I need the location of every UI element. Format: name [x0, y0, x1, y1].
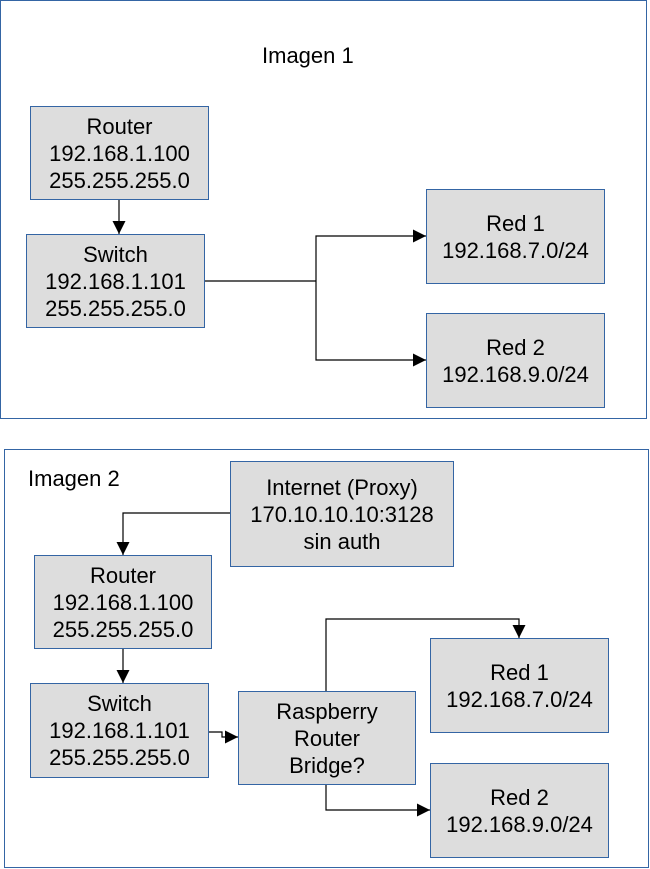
internet-label: Internet (Proxy): [266, 474, 418, 500]
diagram-title-2: Imagen 2: [28, 466, 120, 491]
red2-subnet: 192.168.9.0/24: [446, 811, 593, 837]
red2-label: Red 2: [486, 334, 545, 360]
red2-node-2: Red 2 192.168.9.0/24: [430, 763, 609, 858]
internet-address: 170.10.10.10:3128: [250, 501, 434, 527]
red1-subnet: 192.168.7.0/24: [442, 237, 589, 263]
router-ip: 192.168.1.100: [49, 140, 190, 166]
red1-label: Red 1: [490, 659, 549, 685]
internet-auth: sin auth: [303, 528, 381, 554]
switch-label: Switch: [87, 691, 152, 716]
raspberry-label-line2: Router: [293, 725, 361, 751]
raspberry-label-line3: Bridge?: [289, 752, 365, 778]
router-node-1: Router 192.168.1.100 255.255.255.0: [30, 106, 209, 200]
switch-label: Switch: [83, 241, 148, 267]
switch-mask: 255.255.255.0: [49, 745, 190, 770]
red2-label: Red 2: [490, 784, 549, 810]
raspberry-label-line1: Raspberry: [276, 698, 378, 724]
diagram-title-1: Imagen 1: [262, 43, 354, 68]
router-node-2: Router 192.168.1.100 255.255.255.0: [34, 555, 212, 649]
router-label: Router: [86, 113, 153, 139]
switch-node-1: Switch 192.168.1.101 255.255.255.0: [26, 234, 205, 328]
switch-node-2: Switch 192.168.1.101 255.255.255.0: [30, 683, 209, 778]
router-mask: 255.255.255.0: [52, 616, 194, 642]
router-label: Router: [89, 562, 157, 588]
red1-node-1: Red 1 192.168.7.0/24: [426, 189, 605, 284]
red2-node-1: Red 2 192.168.9.0/24: [426, 313, 605, 408]
red1-node-2: Red 1 192.168.7.0/24: [430, 638, 609, 733]
switch-mask: 255.255.255.0: [45, 295, 186, 321]
switch-ip: 192.168.1.101: [49, 718, 190, 743]
internet-proxy-node: Internet (Proxy) 170.10.10.10:3128 sin a…: [230, 461, 454, 567]
red1-subnet: 192.168.7.0/24: [446, 686, 593, 712]
red1-label: Red 1: [486, 210, 545, 236]
router-mask: 255.255.255.0: [49, 167, 190, 193]
router-ip: 192.168.1.100: [52, 589, 194, 615]
raspberry-router-node: Raspberry Router Bridge?: [238, 691, 416, 785]
switch-ip: 192.168.1.101: [45, 268, 186, 294]
red2-subnet: 192.168.9.0/24: [442, 361, 589, 387]
